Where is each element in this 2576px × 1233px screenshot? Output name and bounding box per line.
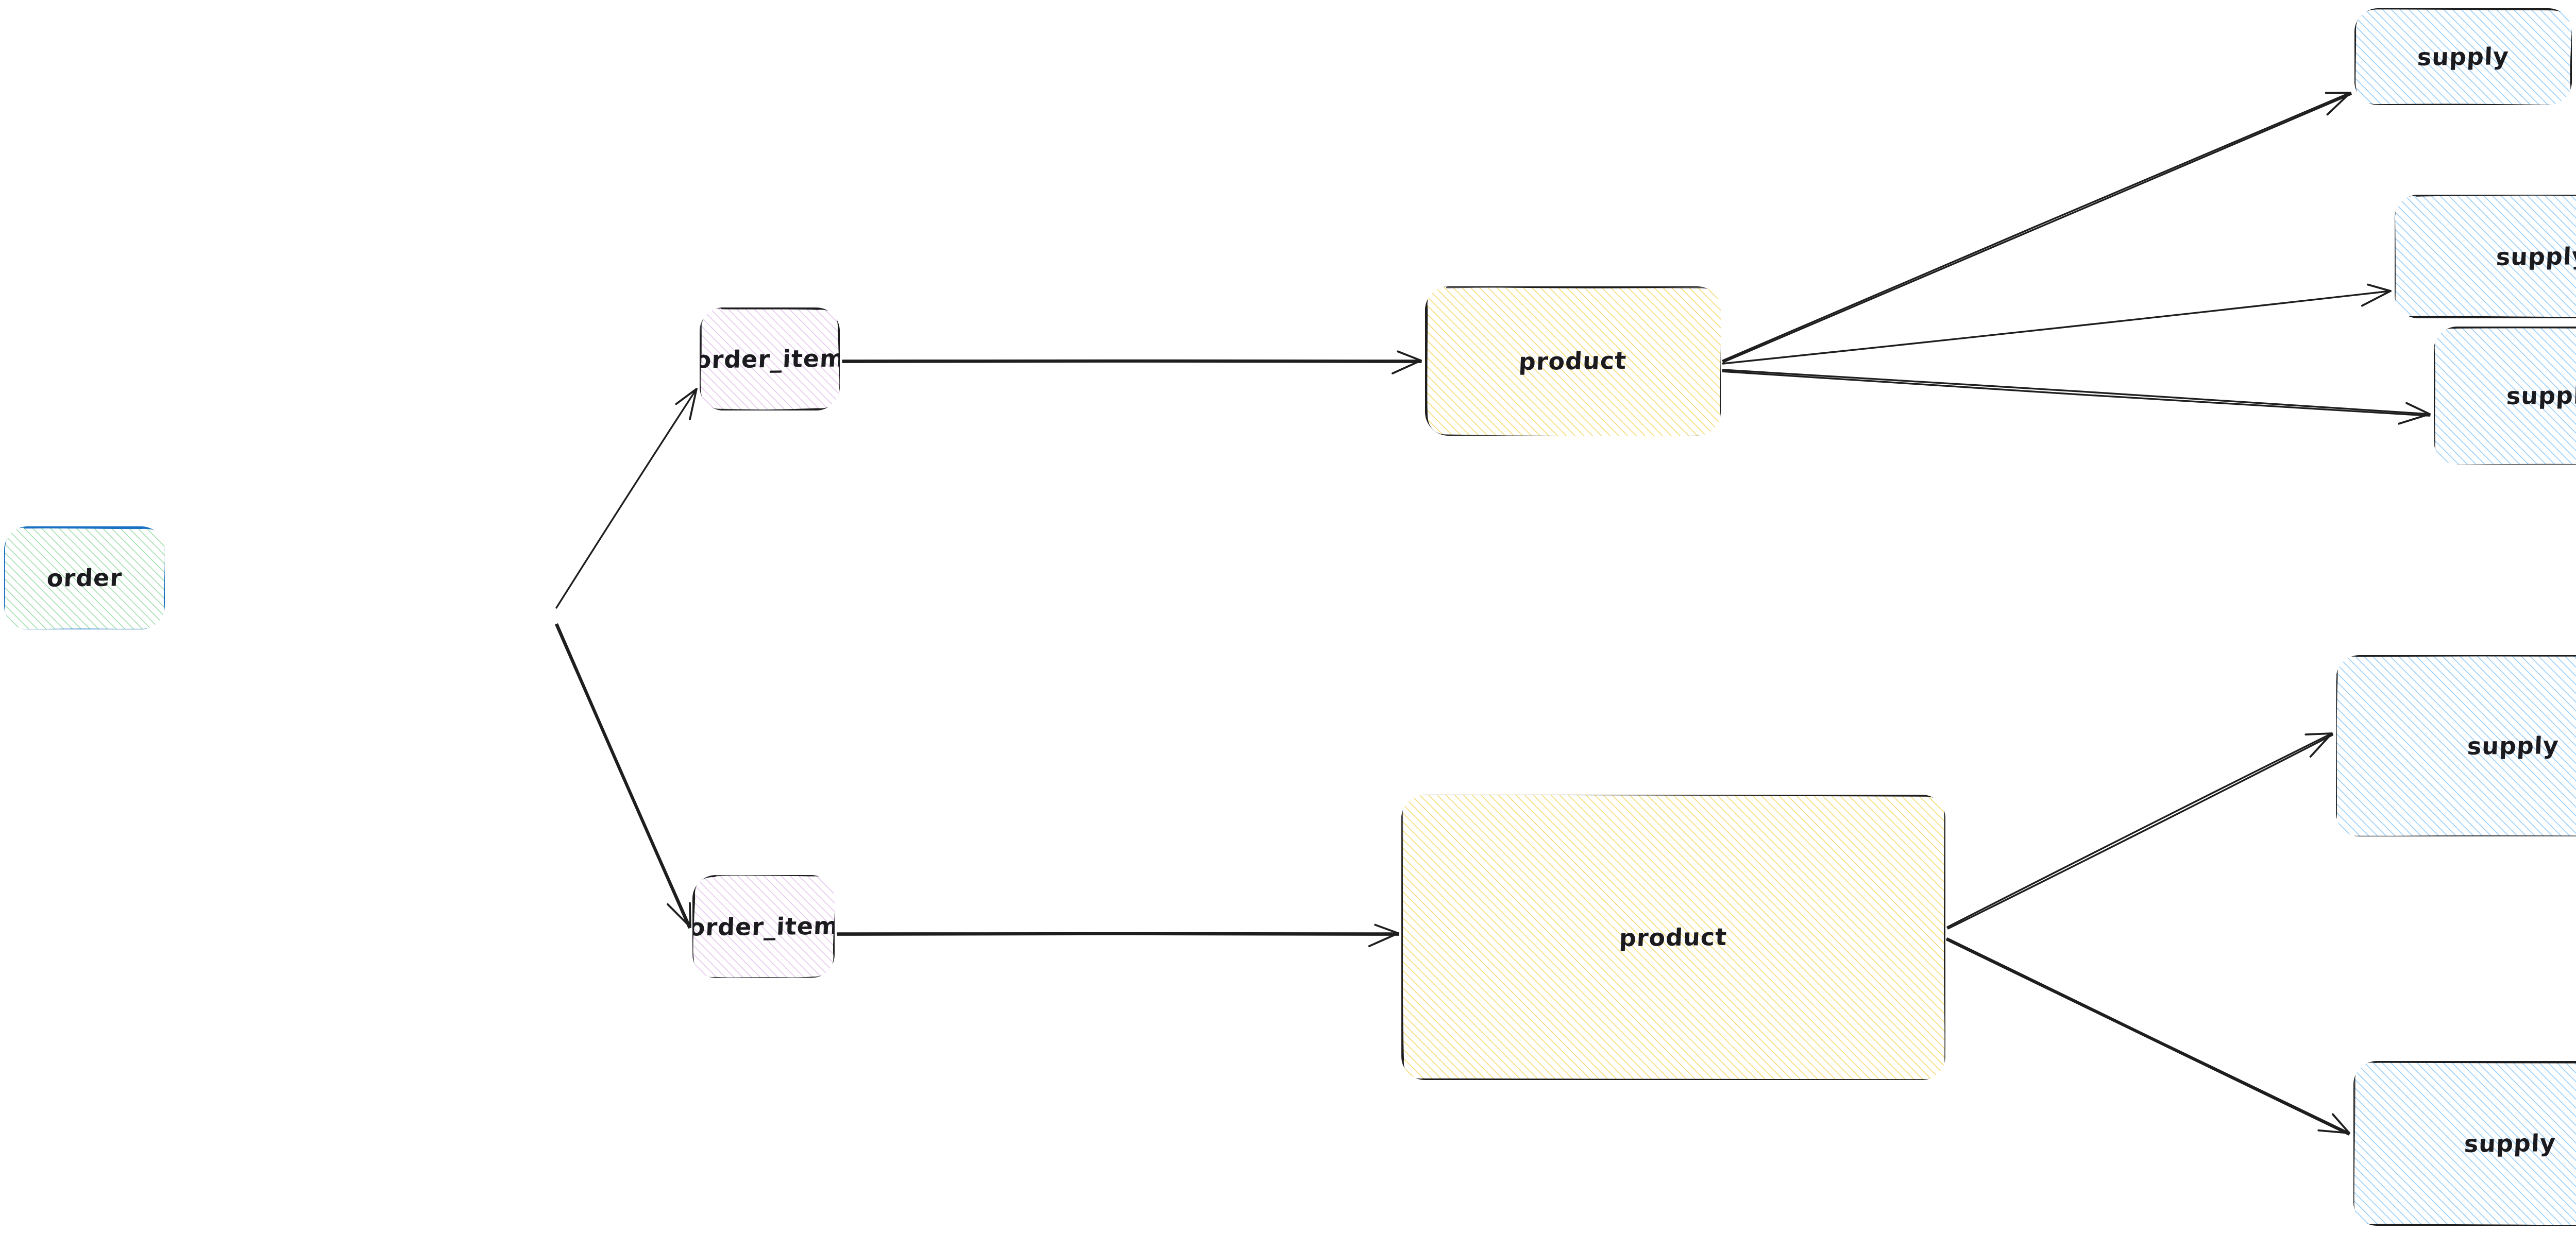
node-label: product: [1518, 346, 1628, 376]
node-label: order: [46, 563, 123, 592]
node-supply_5[interactable]: supply: [2353, 1061, 2576, 1226]
node-label: supply: [2505, 381, 2576, 410]
node-label: supply: [2466, 731, 2560, 760]
node-label: supply: [2463, 1129, 2557, 1158]
node-supply_3[interactable]: supply: [2434, 327, 2576, 465]
node-order_item_1[interactable]: order_item: [700, 307, 840, 410]
edge-order_item_1-to-product_1[interactable]: [842, 350, 1422, 374]
edge-product_1-to-supply_1[interactable]: [1722, 92, 2352, 363]
node-order_item_2[interactable]: order_item: [692, 875, 835, 978]
node-product_1[interactable]: product: [1425, 286, 1721, 436]
edge-order-to-order_item_1[interactable]: [555, 388, 698, 609]
node-label: supply: [2416, 42, 2510, 71]
node-product_2[interactable]: product: [1401, 795, 1945, 1080]
node-order[interactable]: order: [4, 526, 165, 629]
edge-order-to-order_item_2[interactable]: [555, 623, 691, 929]
edge-order_item_2-to-product_2[interactable]: [837, 923, 1399, 947]
node-label: supply: [2495, 242, 2576, 271]
node-supply_4[interactable]: supply: [2336, 655, 2576, 836]
edge-product_1-to-supply_2[interactable]: [1722, 283, 2392, 365]
node-supply_1[interactable]: supply: [2354, 8, 2572, 105]
edge-product_1-to-supply_3[interactable]: [1722, 369, 2431, 425]
edge-product_2-to-supply_4[interactable]: [1946, 732, 2334, 930]
node-supply_2[interactable]: supply: [2395, 195, 2576, 318]
node-label: product: [1619, 922, 1728, 952]
node-label: order_item: [692, 912, 835, 941]
node-label: order_item: [700, 344, 840, 374]
edge-product_2-to-supply_5[interactable]: [1945, 937, 2350, 1136]
